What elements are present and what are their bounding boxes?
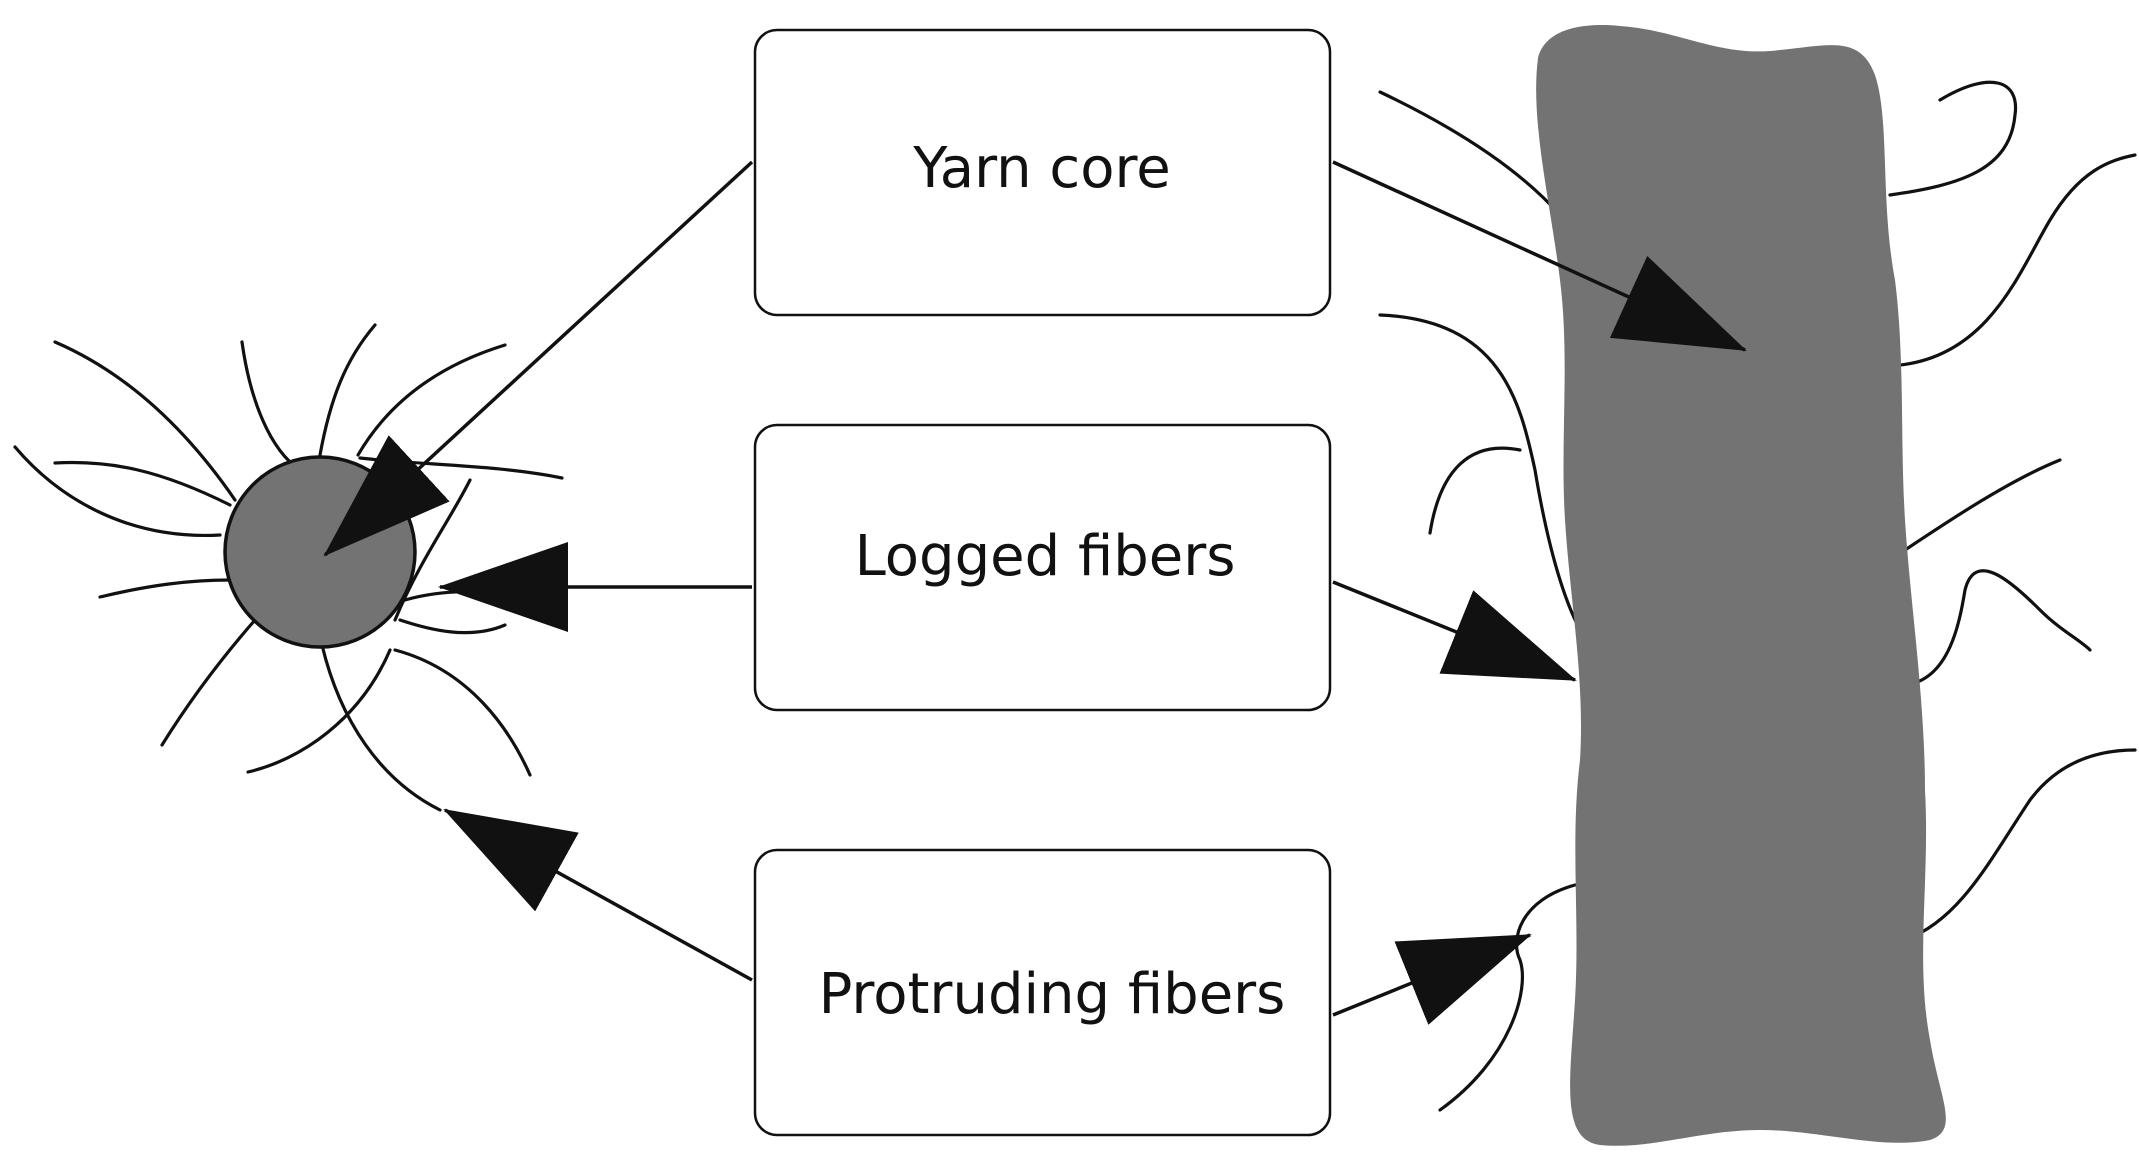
fiber <box>240 340 302 472</box>
fiber <box>318 323 377 457</box>
yarn-cross-section-circle <box>223 455 417 649</box>
fiber <box>1898 153 2137 367</box>
fiber <box>13 445 222 538</box>
fiber <box>1428 446 1522 535</box>
longitudinal-fibers <box>1378 80 2137 1112</box>
box-label-yarn-core: Yarn core <box>912 136 1170 201</box>
box-logged-fibers: Logged fibers <box>753 423 1332 712</box>
box-label-logged-fibers: Logged fibers <box>855 524 1236 589</box>
arrow-yarn-core-to-yarn-body <box>1332 160 1747 352</box>
fiber <box>1903 569 2092 687</box>
fiber <box>403 590 522 612</box>
fiber <box>1903 748 2137 942</box>
fiber <box>53 460 232 507</box>
fiber <box>1888 80 2018 197</box>
arrow-protruding-fibers-to-cross-section <box>443 808 753 982</box>
fiber <box>358 456 564 480</box>
fiber <box>1438 883 1577 1112</box>
fiber <box>393 648 532 777</box>
fiber <box>398 618 507 635</box>
yarn-longitudinal <box>1378 25 2137 1146</box>
arrow-yarn-core-to-cross-section <box>323 160 754 557</box>
fiber <box>246 648 392 774</box>
fiber <box>1378 90 1562 217</box>
box-yarn-core: Yarn core <box>753 28 1332 317</box>
yarn-cross-section <box>13 323 564 812</box>
yarn-body <box>1536 25 1946 1146</box>
fiber <box>1903 458 2062 552</box>
fiber <box>1378 313 1592 647</box>
fiber <box>98 578 232 599</box>
fiber <box>356 343 507 457</box>
arrow-logged-fibers-to-yarn-body <box>1332 580 1577 682</box>
fiber <box>160 618 257 747</box>
box-protruding-fibers: Protruding fibers <box>753 848 1332 1137</box>
fiber <box>320 643 442 812</box>
arrows <box>323 160 1747 1025</box>
fiber <box>53 340 237 502</box>
arrow-protruding-fibers-to-fiber <box>1332 933 1532 1025</box>
box-label-protruding-fibers: Protruding fibers <box>819 962 1286 1027</box>
